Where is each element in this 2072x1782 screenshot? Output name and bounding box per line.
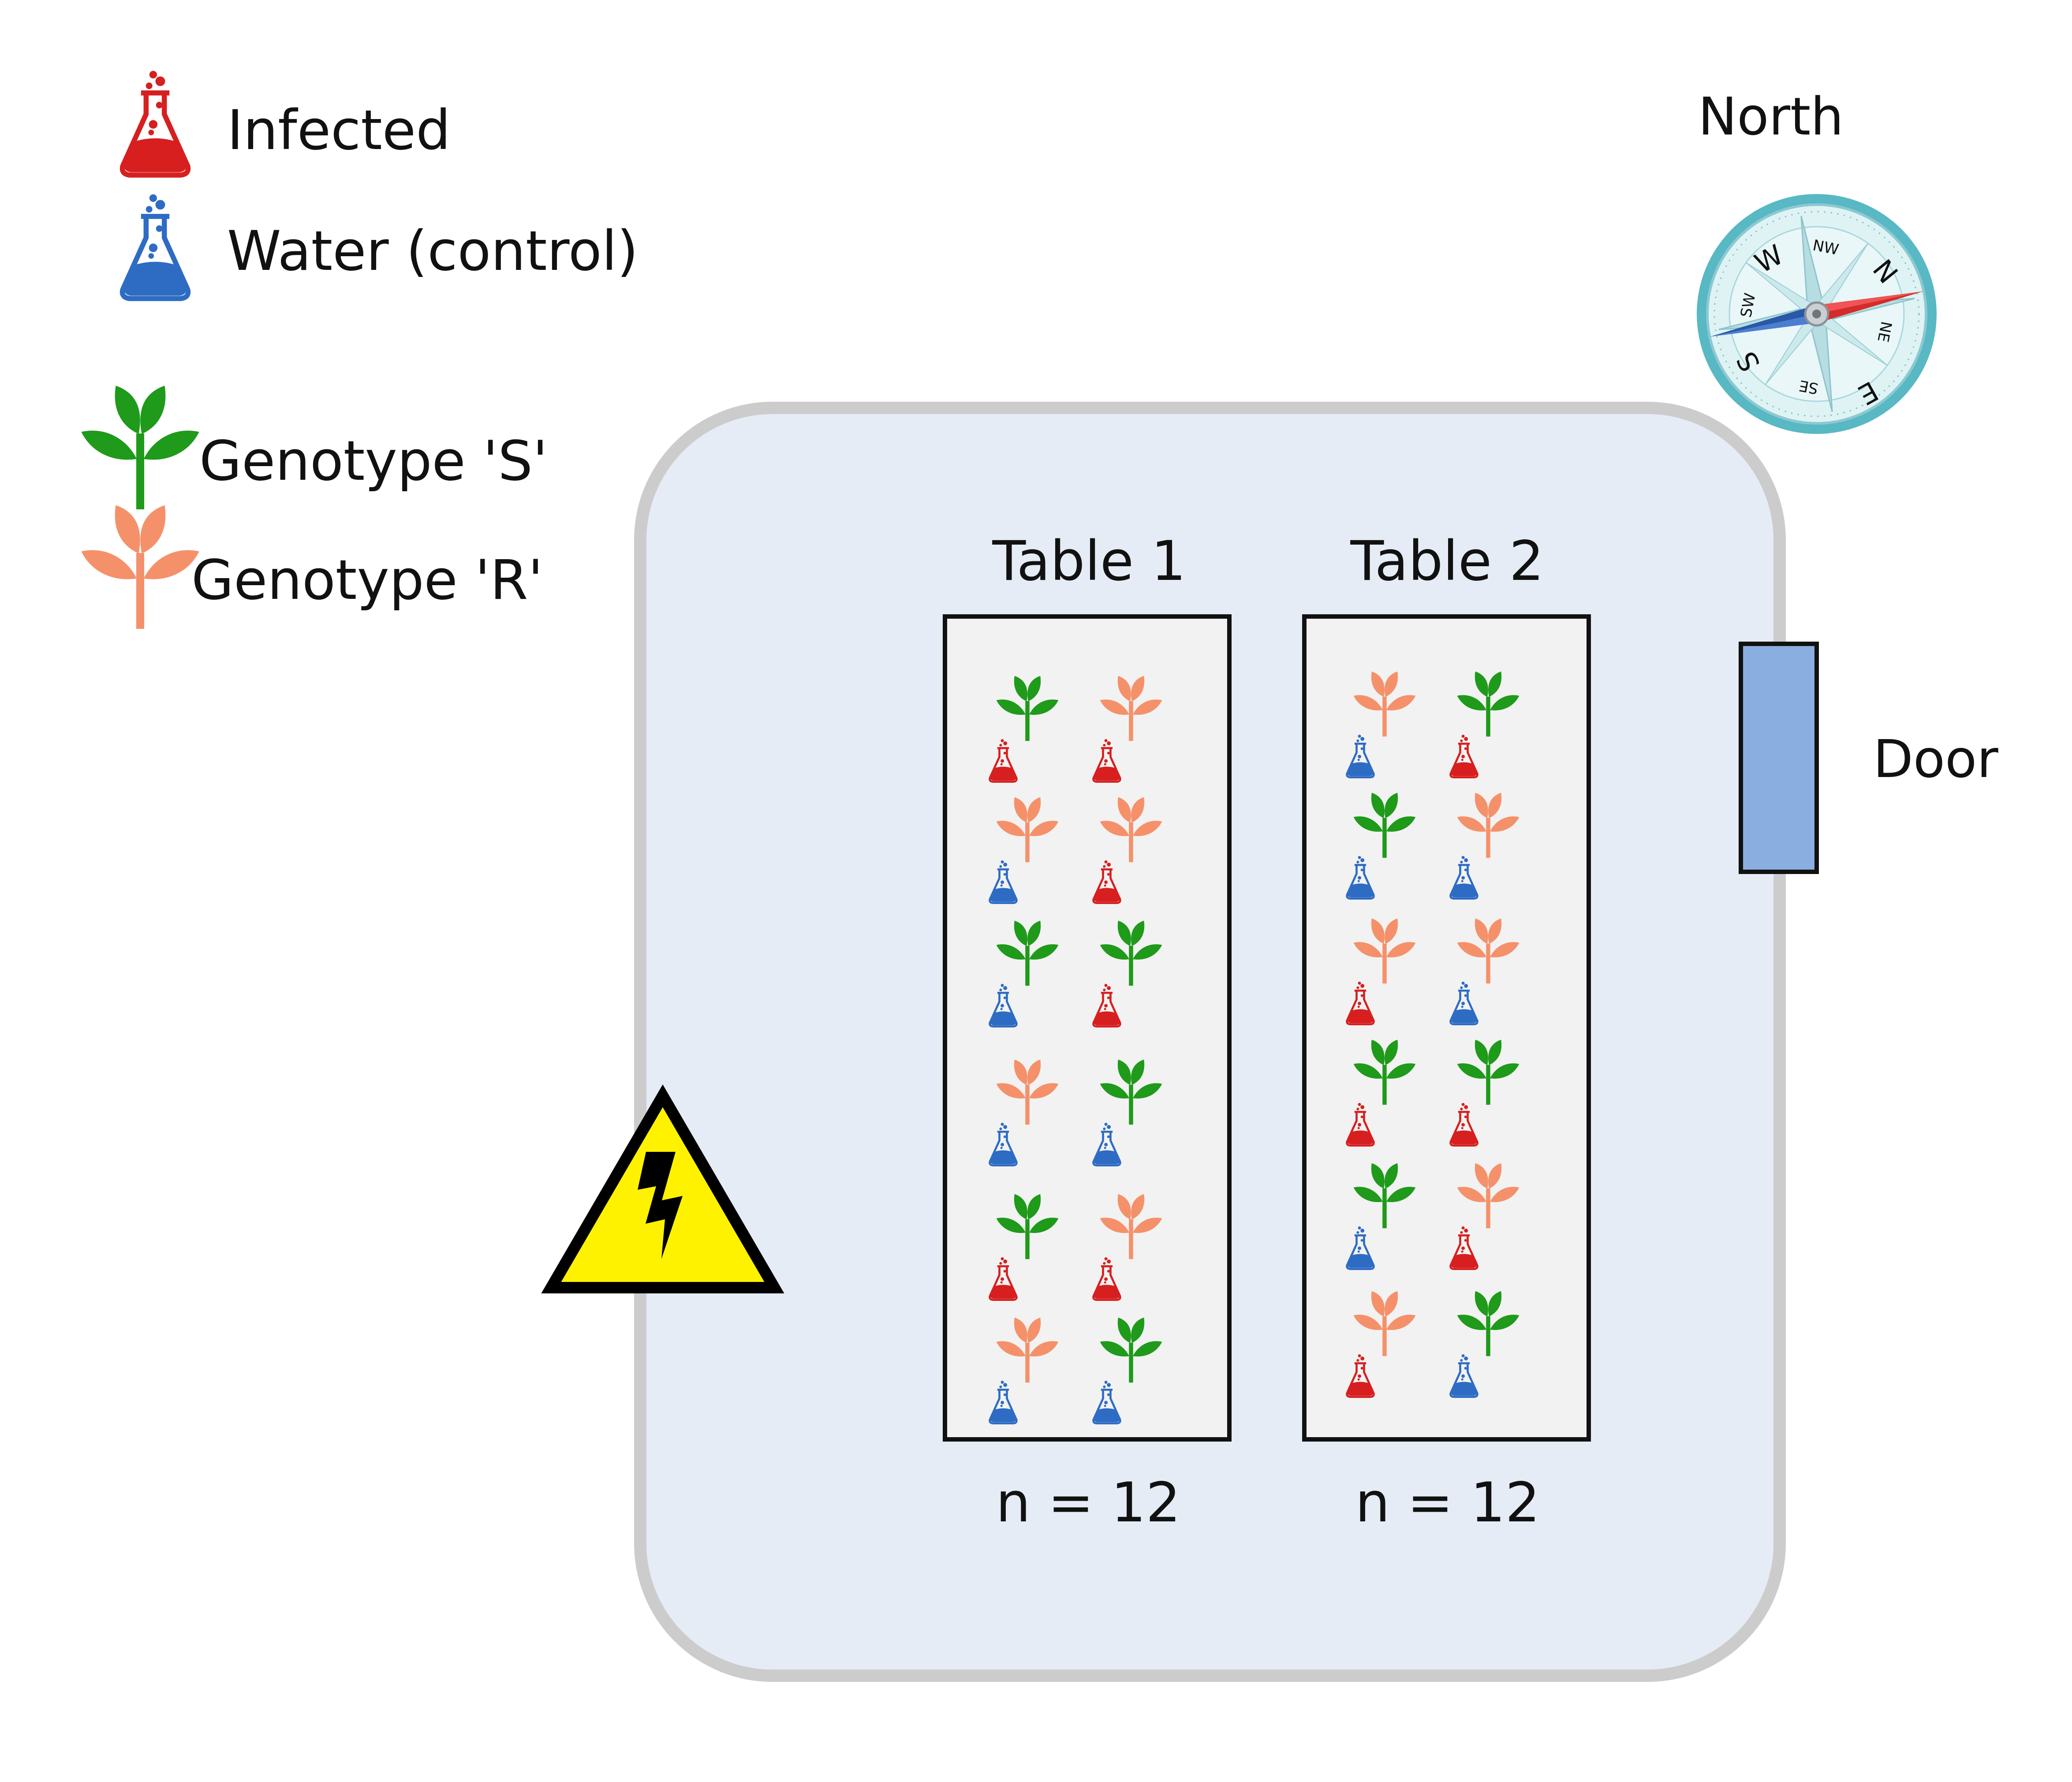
legend-infected-label: Infected <box>227 99 451 162</box>
infected-flask-icon <box>123 71 188 175</box>
north-label: North <box>1698 86 1844 147</box>
table-1: Table 1 n = 12 <box>943 530 1232 1535</box>
legend: Infected Water (control) Genotype 'S' Ge… <box>81 71 638 629</box>
door-label: Door <box>1873 728 1998 789</box>
door <box>1739 642 1819 874</box>
plant-r-shape <box>81 505 199 629</box>
plant-r-icon <box>81 505 199 629</box>
table-1-surface <box>943 614 1232 1442</box>
compass-letter-ne: NE <box>1874 320 1895 344</box>
electric-hazard-icon <box>541 1084 784 1293</box>
water-flask-icon <box>123 194 188 299</box>
table-2: Table 2 n = 12 <box>1302 530 1591 1535</box>
table-2-count: n = 12 <box>1355 1471 1540 1535</box>
plant-s-shape <box>81 385 199 509</box>
infected-flask-shape <box>123 71 188 175</box>
legend-water-label: Water (control) <box>227 220 638 283</box>
legend-genotype-s-label: Genotype 'S' <box>199 430 548 493</box>
compass-icon: W N E S NW NE SW SE <box>1697 194 1937 434</box>
table-1-count: n = 12 <box>996 1471 1180 1535</box>
plant-s-icon <box>81 385 199 509</box>
compass-letter-se: SE <box>1798 376 1820 397</box>
water-flask-shape <box>123 194 188 299</box>
table-1-title: Table 1 <box>992 530 1186 593</box>
compass: North W N E S NW NE SW SE <box>1697 86 1937 434</box>
room: Table 1 n = 12 Table 2 n = 12 Door <box>541 402 1998 1682</box>
table-2-surface <box>1302 614 1591 1442</box>
table-2-title: Table 2 <box>1350 530 1544 593</box>
legend-genotype-r-label: Genotype 'R' <box>191 549 543 612</box>
